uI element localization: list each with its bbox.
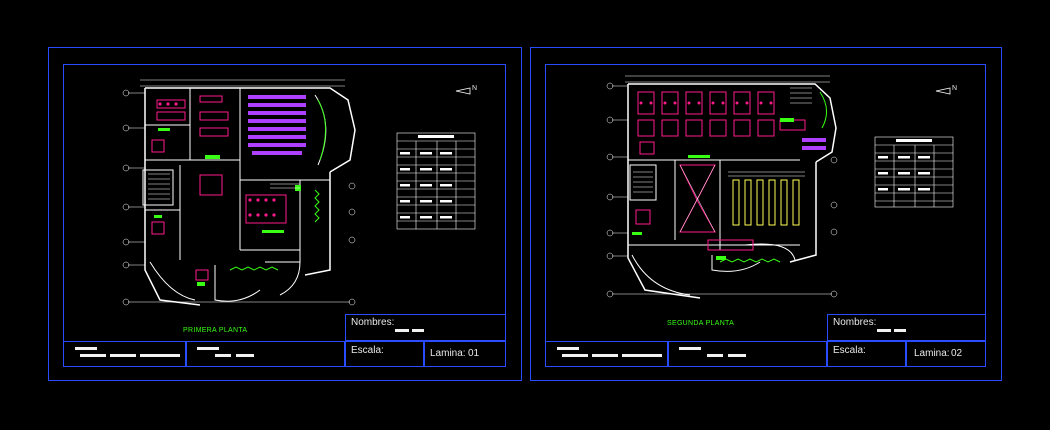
text-block [80,354,106,357]
title-block-lamina-2 [906,341,986,367]
text-block [707,354,723,357]
lamina-label-1: Lamina: [430,348,466,359]
escala-label-1: Escala: [351,345,384,356]
plan-title-2: SEGUNDA PLANTA [667,320,735,327]
text-block [110,354,136,357]
text-block [562,354,588,357]
title-block-escala-1 [345,341,424,367]
text-block [215,354,231,357]
title-block-logo-1 [63,341,186,367]
lamina-label-2: Lamina: [914,348,950,359]
text-block [622,354,662,357]
text-block [679,347,701,350]
north-label-1: N [472,85,478,92]
nombres-label-1: Nombres: [351,317,395,328]
text-block [894,329,906,332]
title-block-project-2 [668,341,827,367]
lamina-number-2: 02 [951,348,963,359]
drawing-sheet-2 [530,47,1002,381]
text-block [412,329,424,332]
text-block [557,347,579,350]
text-block [592,354,618,357]
nombres-label-2: Nombres: [833,317,877,328]
text-block [877,329,891,332]
title-block-project-1 [186,341,345,367]
text-block [197,347,219,350]
escala-label-2: Escala: [833,345,866,356]
title-block-nombres-1 [345,314,506,341]
title-block-logo-2 [545,341,668,367]
text-block [140,354,180,357]
lamina-number-1: 01 [468,348,480,359]
drawing-sheet-1 [48,47,522,381]
plan-title-1: PRIMERA PLANTA [183,327,248,334]
text-block [75,347,97,350]
title-block-nombres-2 [827,314,986,341]
text-block [395,329,409,332]
text-block [728,354,746,357]
title-block-escala-2 [827,341,906,367]
title-block-lamina-1 [424,341,506,367]
text-block [236,354,254,357]
north-label-2: N [952,85,958,92]
